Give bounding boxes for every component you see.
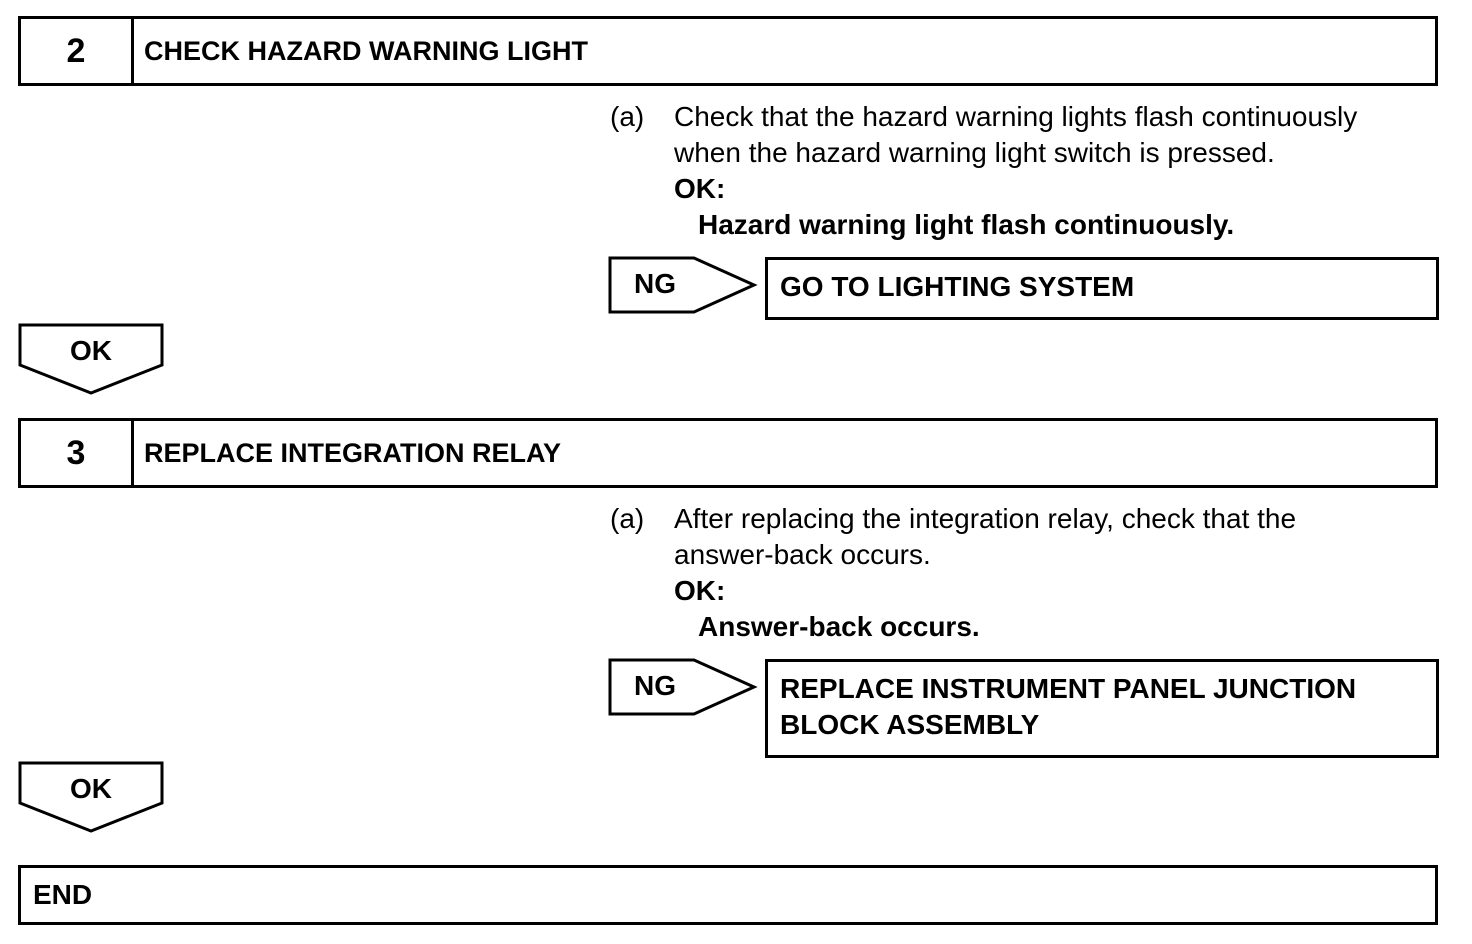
- step-2-instruction-line-1: Check that the hazard warning lights fla…: [674, 101, 1358, 132]
- step-2-title: CHECK HAZARD WARNING LIGHT: [144, 35, 588, 66]
- end-box: END: [18, 865, 1438, 925]
- step-2-header: 2 CHECK HAZARD WARNING LIGHT: [18, 16, 1438, 86]
- end-label: END: [33, 879, 93, 910]
- step-2-ok-condition: Hazard warning light flash continuously.: [698, 209, 1235, 240]
- step-3-ng-result-line-1: REPLACE INSTRUMENT PANEL JUNCTION: [780, 673, 1357, 704]
- step-2-item-label: (a): [610, 101, 645, 132]
- step-3-ng-result-line-2: BLOCK ASSEMBLY: [780, 709, 1040, 740]
- step-3-ng-label: NG: [634, 670, 676, 701]
- step-3-instruction: (a) After replacing the integration rela…: [610, 501, 1470, 651]
- step-3-ng-result-box: REPLACE INSTRUMENT PANEL JUNCTION BLOCK …: [765, 659, 1439, 758]
- step-2-instruction-line-2: when the hazard warning light switch is …: [674, 137, 1275, 168]
- step-2-ng-arrow-icon: [608, 256, 758, 314]
- step-2-ng-result: GO TO LIGHTING SYSTEM: [780, 271, 1135, 302]
- step-3-title: REPLACE INTEGRATION RELAY: [144, 437, 562, 468]
- step-3-ok-heading: OK:: [674, 575, 726, 606]
- step-3-item-label: (a): [610, 503, 645, 534]
- step-2-ok-arrow-icon: [18, 323, 164, 395]
- step-3-instruction-line-1: After replacing the integration relay, c…: [674, 503, 1297, 534]
- step-3-ok-condition: Answer-back occurs.: [698, 611, 980, 642]
- step-2-ng-result-box: GO TO LIGHTING SYSTEM: [765, 257, 1439, 320]
- step-3-header: 3 REPLACE INTEGRATION RELAY: [18, 418, 1438, 488]
- step-2-ok-heading: OK:: [674, 173, 726, 204]
- step-3-ng-arrow-icon: [608, 658, 758, 716]
- step-2-number: 2: [21, 19, 134, 83]
- step-2-ok-label: OK: [70, 335, 112, 366]
- step-3-number: 3: [21, 421, 134, 485]
- step-3-ok-label: OK: [70, 773, 112, 804]
- step-2-instruction: (a) Check that the hazard warning lights…: [610, 99, 1470, 249]
- step-3-instruction-line-2: answer-back occurs.: [674, 539, 931, 570]
- step-2-ng-label: NG: [634, 268, 676, 299]
- step-3-ok-arrow-icon: [18, 761, 164, 833]
